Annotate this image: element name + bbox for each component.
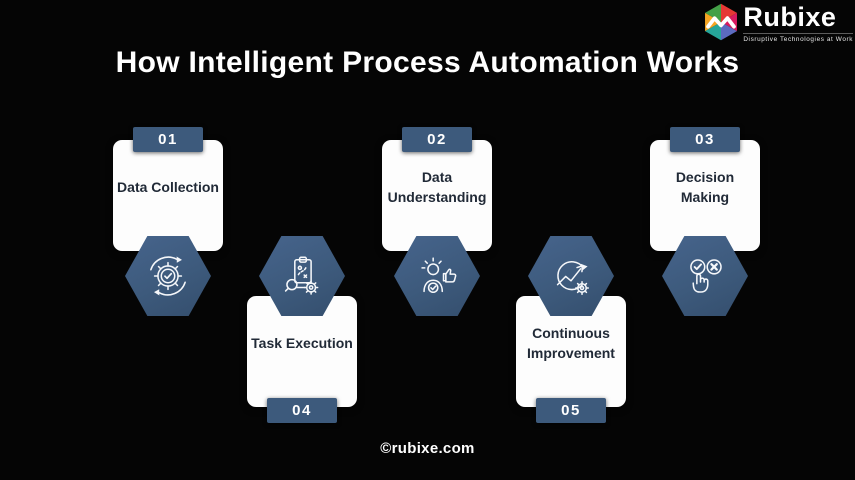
step-number-badge: 01: [133, 127, 203, 152]
brand-text-block: Rubixe Disruptive Technologies at Work: [743, 2, 855, 43]
rubixe-cube-icon: [705, 3, 738, 41]
brand-logo: Rubixe Disruptive Technologies at Work: [702, 2, 855, 43]
step-label: Data Collection: [117, 178, 219, 195]
step-01-data-collection: 01 Data Collection: [113, 127, 223, 427]
step-card: Data Collection: [113, 140, 223, 251]
person-insight-thumbsup-icon: [421, 257, 457, 294]
brand-name: Rubixe: [743, 2, 837, 32]
step-label: Data Understanding: [387, 168, 487, 205]
step-card: Data Understanding: [382, 140, 492, 251]
step-05-continuous-improvement: 05 Continuous Improvement: [516, 127, 626, 427]
step-02-data-understanding: 02 Data Understanding: [382, 127, 492, 427]
step-number-badge: 03: [670, 127, 740, 152]
step-03-decision-making: 03 Decision Making: [650, 127, 760, 427]
growth-cycle-gear-icon: [556, 261, 590, 295]
step-label: Continuous Improvement: [527, 324, 615, 361]
step-label: Task Execution: [251, 334, 353, 351]
approve-reject-hand-icon: [690, 259, 722, 293]
step-number-badge: 05: [536, 398, 606, 423]
step-card: Decision Making: [650, 140, 760, 251]
step-04-task-execution: 04 Task Execution: [247, 127, 357, 427]
clipboard-search-gear-icon: [284, 256, 319, 295]
step-number-badge: 02: [402, 127, 472, 152]
brand-tagline: Disruptive Technologies at Work: [743, 33, 853, 43]
step-label: Decision Making: [675, 168, 735, 205]
footer-credit: ©rubixe.com: [380, 440, 475, 457]
gear-check-cycle-icon: [150, 256, 186, 296]
step-number-badge: 04: [267, 398, 337, 423]
page-title: How Intelligent Process Automation Works: [115, 46, 740, 79]
